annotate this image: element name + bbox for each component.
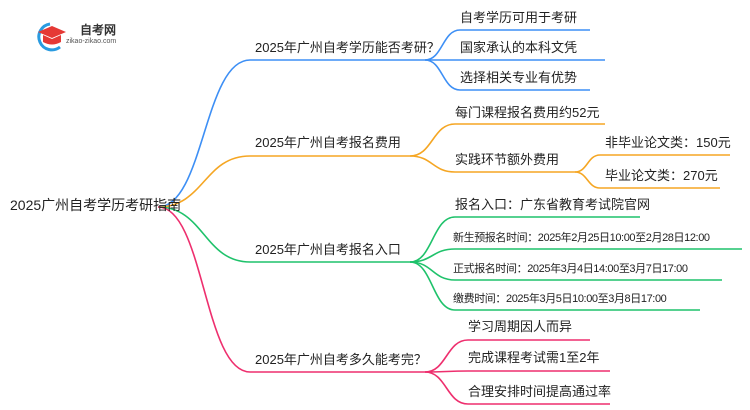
leaf-node: 正式报名时间：2025年3月4日14:00至3月7日17:00 <box>453 263 688 275</box>
connector-line <box>424 339 469 373</box>
leaf-node: 毕业论文类：270元 <box>605 168 718 183</box>
leaf-node: 报名入口：广东省教育考试院官网 <box>455 197 651 212</box>
connector-line <box>409 261 456 311</box>
connector-line <box>424 29 461 61</box>
connector-line <box>409 261 456 281</box>
connector-line <box>409 155 456 173</box>
connector-line <box>409 123 456 157</box>
leaf-node: 新生预报名时间：2025年2月25日10:00至2月28日12:00 <box>453 232 710 244</box>
connector-line <box>574 154 601 173</box>
leaf-node: 完成课程考试需1至2年 <box>468 350 600 365</box>
branch-connector <box>157 206 251 373</box>
graduation-cap-icon <box>37 22 66 52</box>
leaf-node: 学习周期因人而异 <box>468 319 573 334</box>
leaf-node: 国家承认的本科文凭 <box>460 40 578 55</box>
logo: 自考网 zikao-zikao.com <box>30 20 140 52</box>
branch-node: 2025年广州自考报名入口 <box>255 242 401 257</box>
branch-connector <box>157 155 251 208</box>
leaf-node: 实践环节额外费用 <box>455 152 560 167</box>
leaf-node: 自考学历可用于考研 <box>460 10 578 25</box>
leaf-node: 选择相关专业有优势 <box>460 70 578 85</box>
connector-line <box>574 171 601 189</box>
branch-connector <box>157 206 251 263</box>
leaf-node: 非毕业论文类：150元 <box>605 135 731 150</box>
root-node: 2025广州自考学历考研指南 <box>10 197 182 213</box>
connector-line <box>409 216 456 263</box>
branch-node: 2025年广州自考报名费用 <box>255 135 401 150</box>
connector-line <box>424 371 469 405</box>
branch-connector <box>157 59 251 208</box>
connector-line <box>424 59 461 91</box>
branch-node: 2025年广州自考学历能否考研？ <box>255 40 440 55</box>
logo-url: zikao-zikao.com <box>66 38 117 45</box>
leaf-node: 缴费时间：2025年3月5日10:00至3月8日17:00 <box>453 293 667 305</box>
leaf-node: 每门课程报名费用约52元 <box>455 105 600 120</box>
logo-title: 自考网 <box>80 23 117 37</box>
leaf-node: 合理安排时间提高通过率 <box>468 384 612 399</box>
branch-node: 2025年广州自考多久能考完？ <box>255 352 427 367</box>
